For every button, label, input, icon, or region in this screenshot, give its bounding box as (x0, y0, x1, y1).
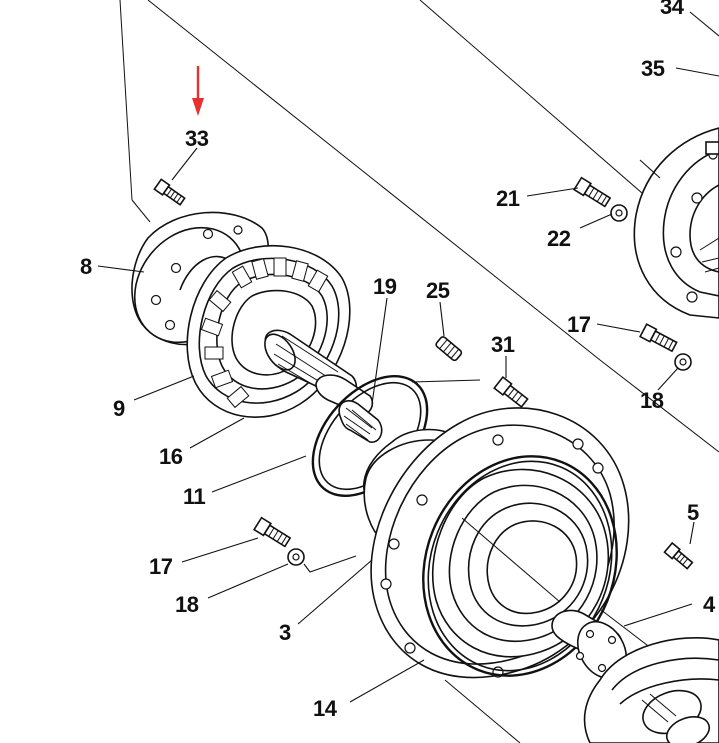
output-coupling-4 (551, 609, 719, 743)
bolt-5 (663, 541, 694, 570)
red-pointer-arrow (192, 66, 204, 116)
leader-lines (97, 11, 719, 703)
washer-18-right (674, 353, 692, 371)
part-label-8: 8 (80, 254, 92, 279)
part-label-4: 4 (703, 592, 716, 617)
part-label-21: 21 (496, 186, 520, 211)
part-number-labels: 34 35 33 21 22 8 17 19 25 31 18 9 16 11 … (80, 0, 717, 721)
part-label-9: 9 (113, 396, 125, 421)
part-label-35: 35 (641, 56, 665, 81)
bolt-17-left (253, 516, 292, 548)
washer-18-left (287, 548, 305, 566)
part-label-33: 33 (185, 126, 209, 151)
part-label-31: 31 (491, 332, 515, 357)
set-screw-25 (435, 336, 463, 362)
carrier-housing-3 (363, 407, 630, 679)
part-label-18-right: 18 (640, 388, 664, 413)
part-label-3: 3 (279, 620, 291, 645)
bolt-31 (493, 375, 529, 408)
bolt-33 (153, 178, 186, 206)
part-label-19: 19 (373, 274, 397, 299)
part-label-17-left: 17 (149, 554, 173, 579)
part-label-18-left: 18 (175, 592, 199, 617)
bolt-21 (573, 176, 612, 208)
gear-shaft-19 (338, 400, 383, 443)
part-label-5: 5 (687, 500, 699, 525)
bolt-17-right (639, 323, 678, 353)
washer-22 (610, 204, 628, 222)
part-label-17-right: 17 (567, 312, 591, 337)
part-label-25: 25 (426, 278, 450, 303)
seal-ring-14 (422, 455, 618, 677)
part-label-22: 22 (547, 226, 571, 251)
splined-shaft (264, 329, 374, 415)
bearing-rollers (200, 257, 329, 409)
part-label-34: 34 (660, 0, 685, 19)
part-label-11: 11 (183, 484, 206, 509)
housing-upper-right (633, 127, 719, 319)
part-label-16: 16 (159, 444, 183, 469)
part-label-14: 14 (313, 696, 338, 721)
